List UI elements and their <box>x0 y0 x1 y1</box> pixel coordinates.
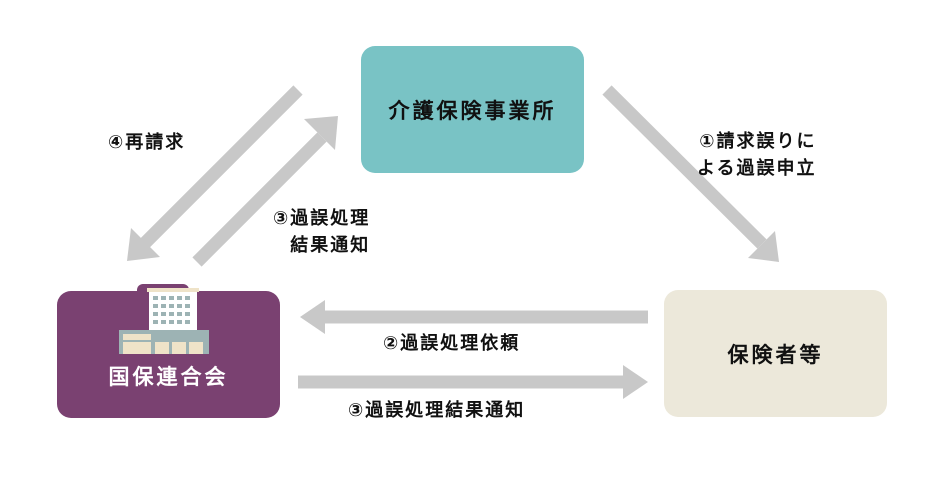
caption-resubmit: ④再請求 <box>108 129 185 156</box>
caption-line: ④再請求 <box>108 132 186 153</box>
caption-line: ③過誤処理 <box>273 208 371 229</box>
caption-result-to-care: ③過誤処理 結果通知 <box>273 205 370 259</box>
caption-line: よる過誤申立 <box>697 158 817 179</box>
node-kokuho-label: 国保連合会 <box>108 365 229 389</box>
caption-processing-request: ②過誤処理依頼 <box>383 330 520 357</box>
arrow-kokuho-to-care <box>192 116 338 267</box>
arrow-insurer-to-kokuho <box>300 300 648 334</box>
caption-line: ①請求誤りに <box>699 131 817 152</box>
arrow-care-to-insurer <box>602 85 779 262</box>
node-care-office: 介護保険事業所 <box>361 46 584 173</box>
caption-line: 結果通知 <box>290 235 371 256</box>
node-insurer: 保険者等 <box>664 290 887 417</box>
caption-line: ②過誤処理依頼 <box>383 333 521 354</box>
caption-error-claim: ①請求誤りに よる過誤申立 <box>697 128 816 182</box>
node-care-office-label: 介護保険事業所 <box>388 98 557 123</box>
building-icon <box>119 284 209 354</box>
node-insurer-label: 保険者等 <box>727 342 824 367</box>
caption-result-to-insurer: ③過誤処理結果通知 <box>348 397 525 424</box>
arrow-care-to-kokuho <box>127 85 303 261</box>
arrow-kokuho-to-insurer <box>298 365 648 399</box>
caption-line: ③過誤処理結果通知 <box>348 400 526 421</box>
